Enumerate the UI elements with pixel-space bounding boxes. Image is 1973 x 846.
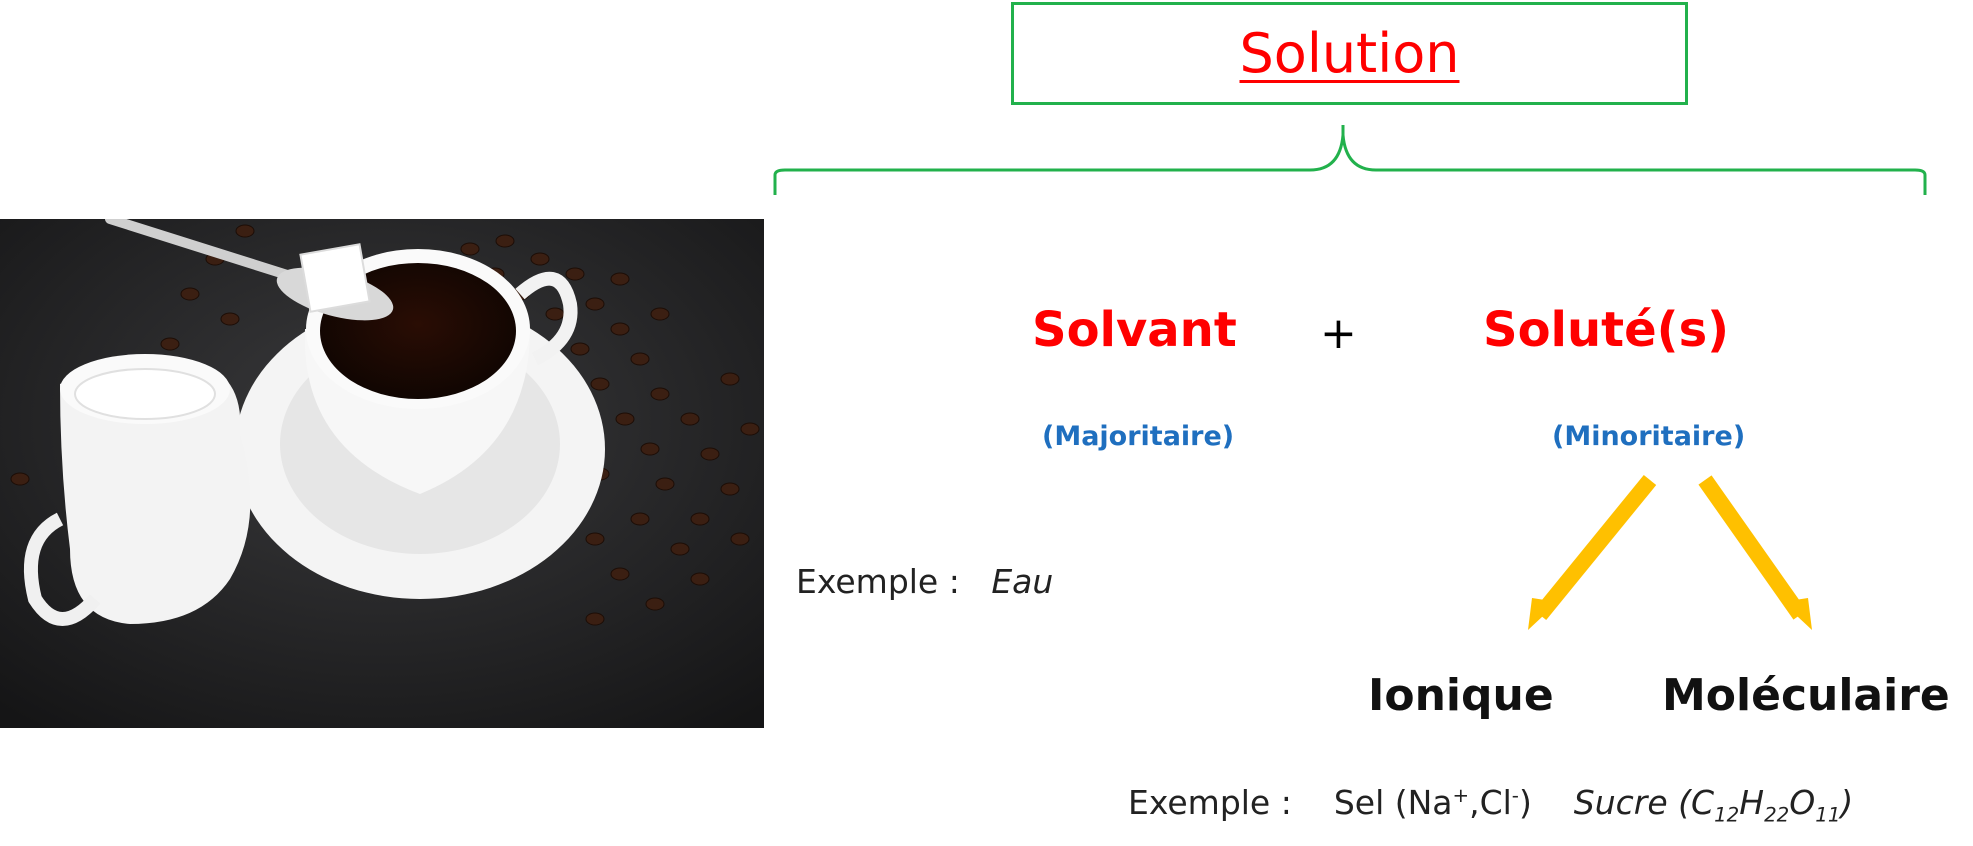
coffee-photo xyxy=(0,219,764,728)
solvent-example: Exemple : Eau xyxy=(796,562,1053,601)
solute-example-label: Exemple : xyxy=(1128,783,1292,822)
solvent-qualifier: (Majoritaire) xyxy=(1042,421,1235,452)
solute-qualifier: (Minoritaire) xyxy=(1552,421,1746,452)
solute-example-molecular: Sucre (C12H22O11) xyxy=(1573,783,1854,827)
solute-type-molecular: Moléculaire xyxy=(1662,670,1950,721)
solvent-label: Solvant xyxy=(1032,302,1237,358)
solute-type-ionic: Ionique xyxy=(1368,670,1554,721)
solute-arrows xyxy=(1528,474,1812,630)
solvent-example-label: Exemple : xyxy=(796,562,960,601)
brace-connector xyxy=(773,125,1927,195)
title-box: Solution xyxy=(1011,2,1688,105)
solute-example: Exemple : Sel (Na+,Cl-) Sucre (C12H22O11… xyxy=(1128,783,1853,827)
title: Solution xyxy=(1239,22,1460,85)
solvent-example-value: Eau xyxy=(991,562,1054,601)
solute-label: Soluté(s) xyxy=(1483,302,1730,358)
solute-example-ionic: Sel (Na+,Cl-) xyxy=(1333,783,1532,822)
plus-sign: + xyxy=(1320,308,1357,359)
